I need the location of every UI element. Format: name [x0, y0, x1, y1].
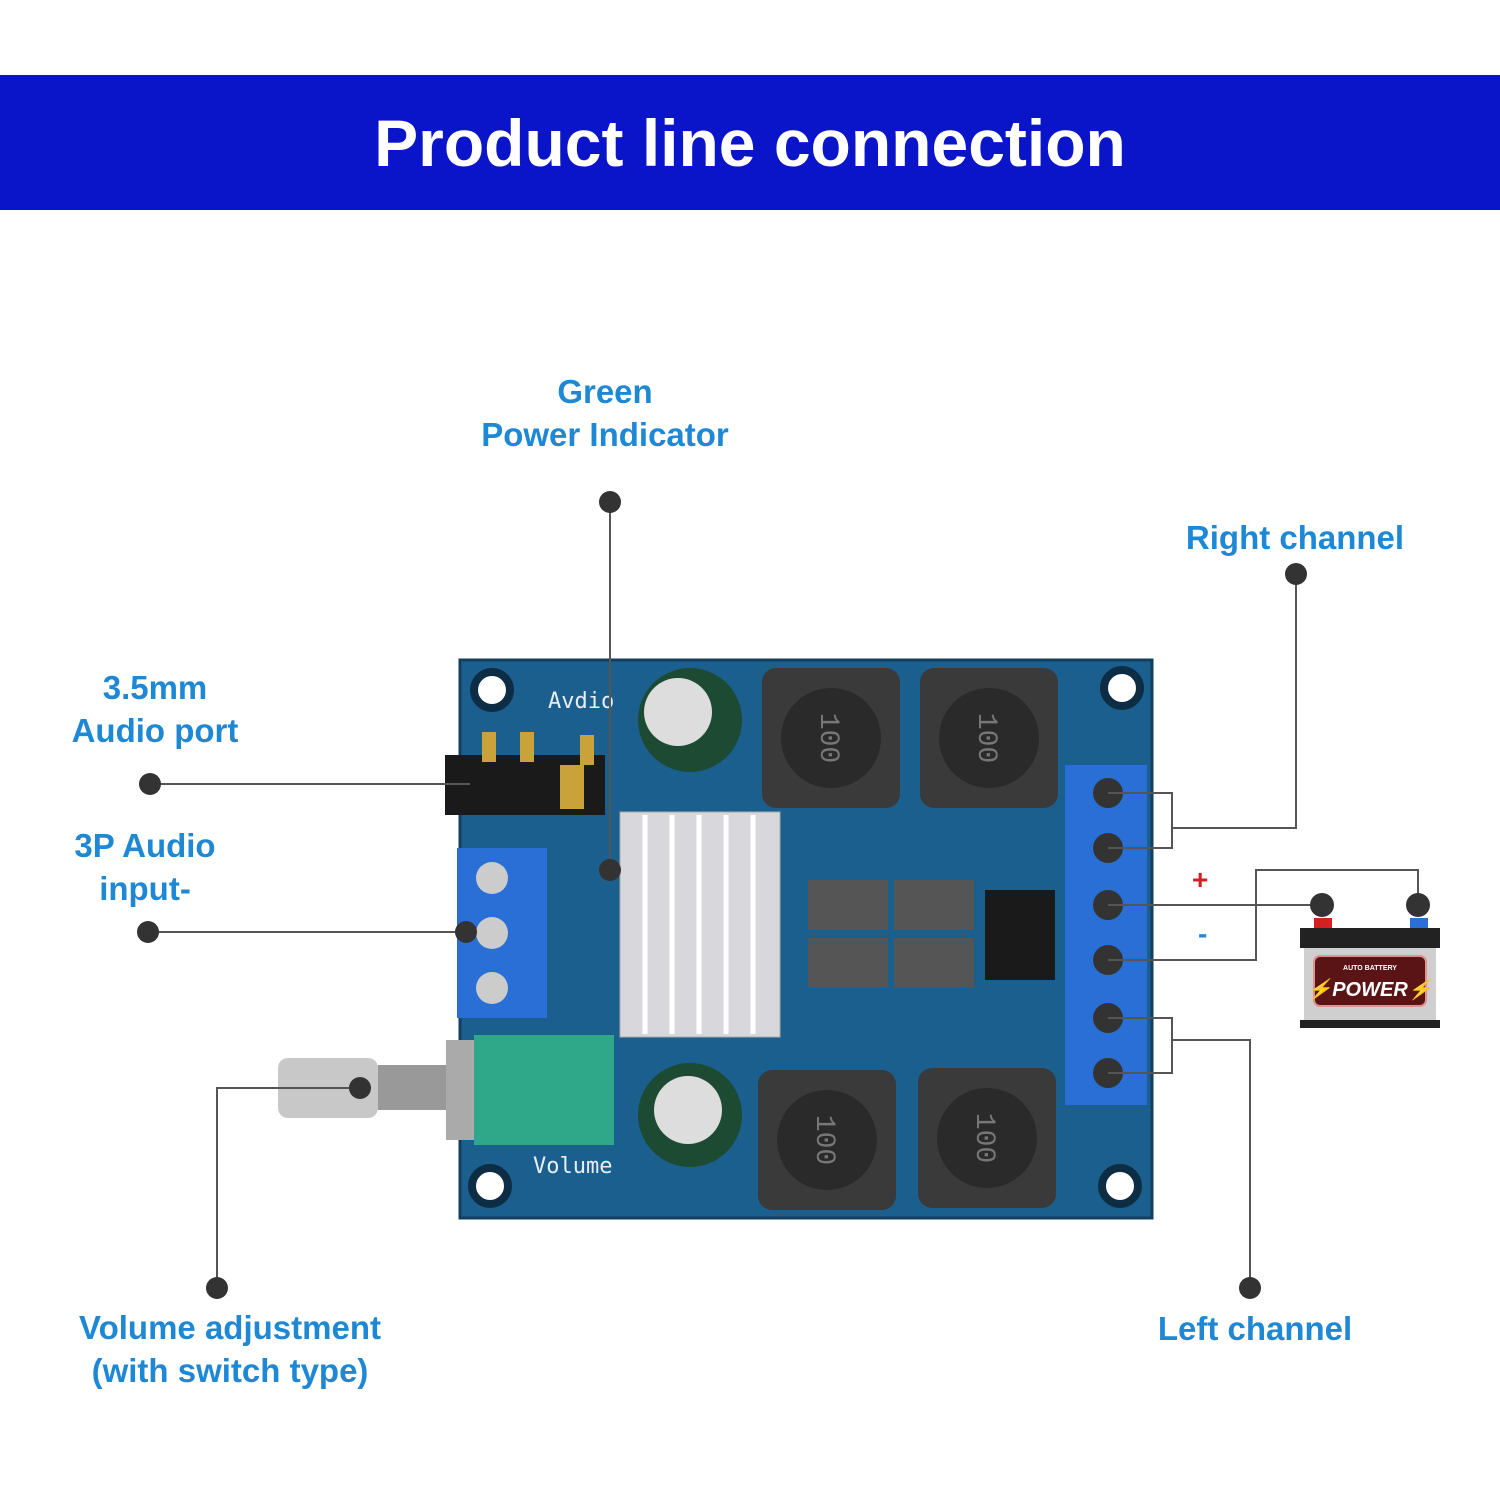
smd-components — [808, 880, 1055, 988]
label-audio-port: 3.5mm Audio port — [71, 669, 239, 749]
silkscreen-volume: Volume — [533, 1154, 612, 1179]
audio-jack — [445, 732, 605, 815]
battery-icon: AUTO BATTERY ⚡POWER⚡ — [1300, 893, 1440, 1028]
label-left-channel: Left channel — [1157, 1310, 1353, 1347]
inductor-label: 100 — [808, 1115, 839, 1165]
inductors — [758, 668, 1058, 1210]
silkscreen-audio: Avdio — [548, 689, 614, 714]
label-power-indicator: Green Power Indicator — [481, 373, 729, 453]
leader-lines — [148, 502, 1419, 1288]
label-volume: Volume adjustment (with switch type) — [79, 1309, 381, 1389]
mounting-holes — [468, 666, 1144, 1208]
output-terminal — [1065, 765, 1147, 1105]
inductor-label: 100 — [812, 713, 843, 763]
label-audio-input: 3P Audio input- — [74, 827, 216, 907]
leader-dots — [137, 491, 1307, 1299]
battery-subtitle: AUTO BATTERY — [1343, 965, 1397, 972]
inductor-label: 100 — [968, 1113, 999, 1163]
title-banner: Product line connection — [0, 75, 1500, 210]
battery-brand: ⚡POWER⚡ — [1307, 977, 1433, 1001]
inductor-label: 100 — [970, 713, 1001, 763]
capacitors — [638, 668, 742, 1167]
label-right-channel: Right channel — [1185, 519, 1405, 556]
volume-potentiometer — [278, 1035, 614, 1145]
heatsink — [619, 811, 781, 1038]
minus-sign: - — [1198, 918, 1208, 949]
page-title: Product line connection — [374, 105, 1126, 180]
plus-sign: + — [1192, 864, 1209, 895]
